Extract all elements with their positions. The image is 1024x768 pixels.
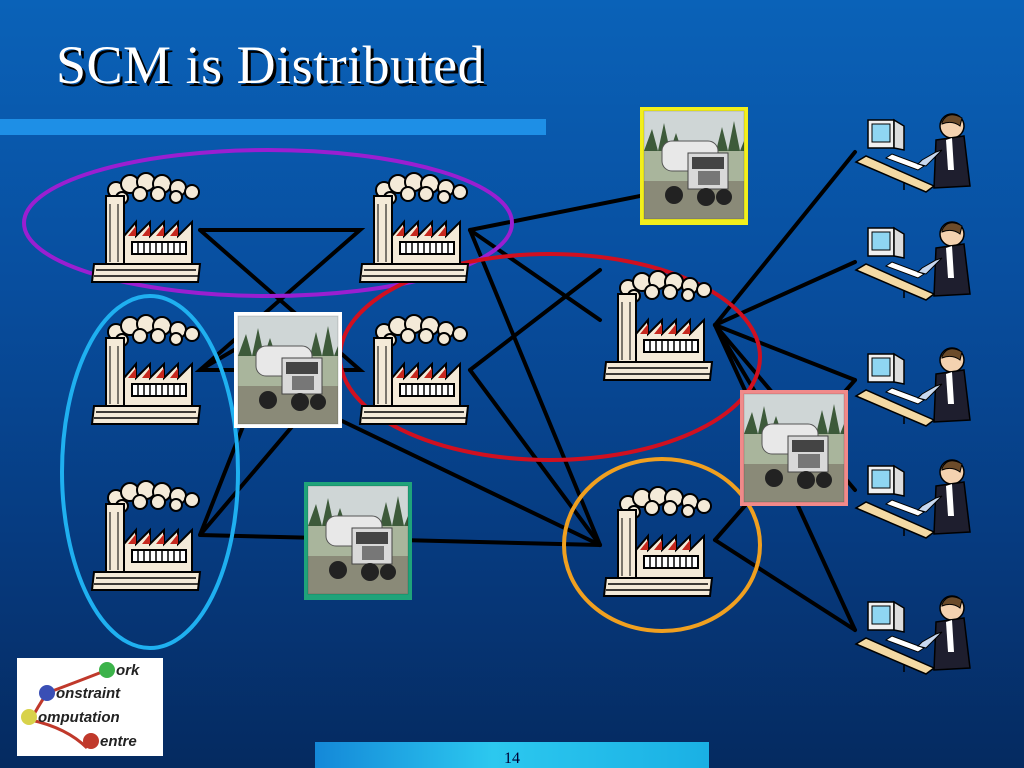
factory-icon: [359, 172, 469, 283]
computer-user-icon: [855, 347, 971, 427]
factory-icon: [603, 270, 713, 381]
footer-bar: 14: [315, 742, 709, 768]
link: [468, 193, 647, 232]
logo-line-2: onstraint: [39, 685, 120, 702]
logo-ball-icon: [39, 685, 55, 701]
factory-icon: [91, 480, 201, 591]
page-number: 14: [504, 750, 520, 767]
logo-line-3: omputation: [21, 709, 120, 726]
truck-photo: [640, 107, 748, 225]
link: [713, 260, 857, 327]
link: [713, 323, 857, 382]
truck-photo: [304, 482, 412, 600]
link: [713, 538, 857, 632]
slide-title: SCM is Distributed: [56, 35, 486, 95]
computer-user-icon: [855, 459, 971, 539]
link: [468, 268, 602, 372]
group-top-ellipse: [22, 148, 514, 298]
link: [713, 150, 857, 327]
truck-photo: [234, 312, 342, 428]
group-left-ellipse: [60, 294, 240, 650]
truck-photo: [740, 390, 848, 506]
title-underline-bar: [0, 119, 546, 135]
logo-ball-icon: [21, 709, 37, 725]
logo-ball-icon: [83, 733, 99, 749]
link: [468, 368, 602, 547]
factory-icon: [91, 172, 201, 283]
link: [338, 418, 602, 547]
logo-line-1: ork: [99, 662, 139, 679]
computer-user-icon: [855, 221, 971, 301]
link: [468, 228, 602, 322]
logo-line-4: entre: [83, 733, 137, 750]
link: [468, 228, 602, 547]
group-bottom-right-ellipse: [562, 457, 762, 633]
factory-icon: [603, 486, 713, 597]
factory-icon: [91, 314, 201, 425]
factory-icon: [359, 314, 469, 425]
computer-user-icon: [855, 595, 971, 675]
computer-user-icon: [855, 113, 971, 193]
logo-ball-icon: [99, 662, 115, 678]
cork-constraint-computation-centre-logo: ork onstraint omputation entre: [17, 658, 163, 756]
